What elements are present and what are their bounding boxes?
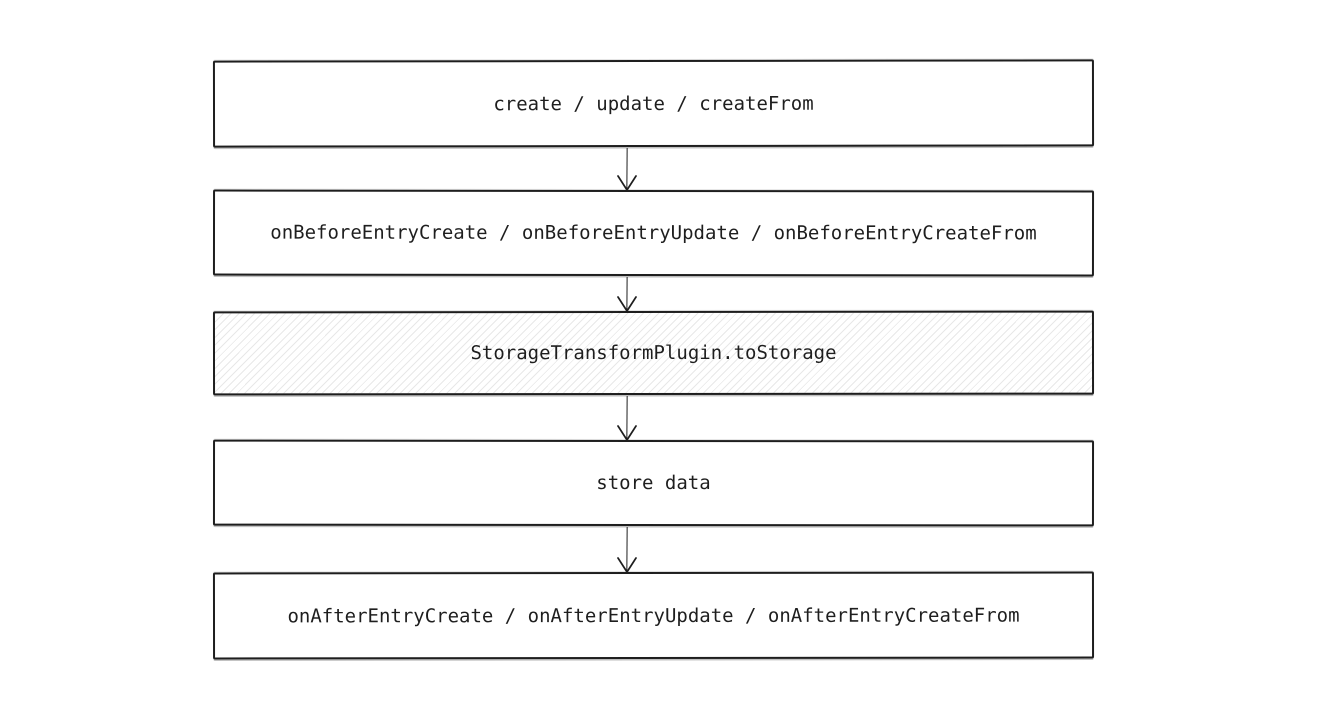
flow-node-create-update-createfrom: create / update / createFrom <box>212 59 1095 148</box>
arrow-down-icon <box>612 526 642 573</box>
arrow-head-icon <box>616 557 638 573</box>
arrow-head-icon <box>616 425 638 441</box>
flow-node-label: create / update / createFrom <box>493 92 814 115</box>
flow-node-label: store data <box>596 471 711 495</box>
arrow-head-icon <box>616 296 638 312</box>
arrow-down-icon <box>612 395 642 441</box>
flow-node-storage-transform-plugin: StorageTransformPlugin.toStorage <box>212 310 1095 396</box>
flow-node-store-data: store data <box>212 439 1095 527</box>
flow-node-label: onBeforeEntryCreate / onBeforeEntryUpdat… <box>270 221 1037 245</box>
flow-node-label: StorageTransformPlugin.toStorage <box>470 341 837 365</box>
arrow-head-icon <box>616 175 638 191</box>
flow-node-on-after-entry-hooks: onAfterEntryCreate / onAfterEntryUpdate … <box>212 571 1095 660</box>
arrow-down-icon <box>612 147 642 191</box>
arrow-down-icon <box>612 276 642 312</box>
flow-node-on-before-entry-hooks: onBeforeEntryCreate / onBeforeEntryUpdat… <box>212 189 1095 277</box>
flow-node-label: onAfterEntryCreate / onAfterEntryUpdate … <box>287 604 1020 627</box>
